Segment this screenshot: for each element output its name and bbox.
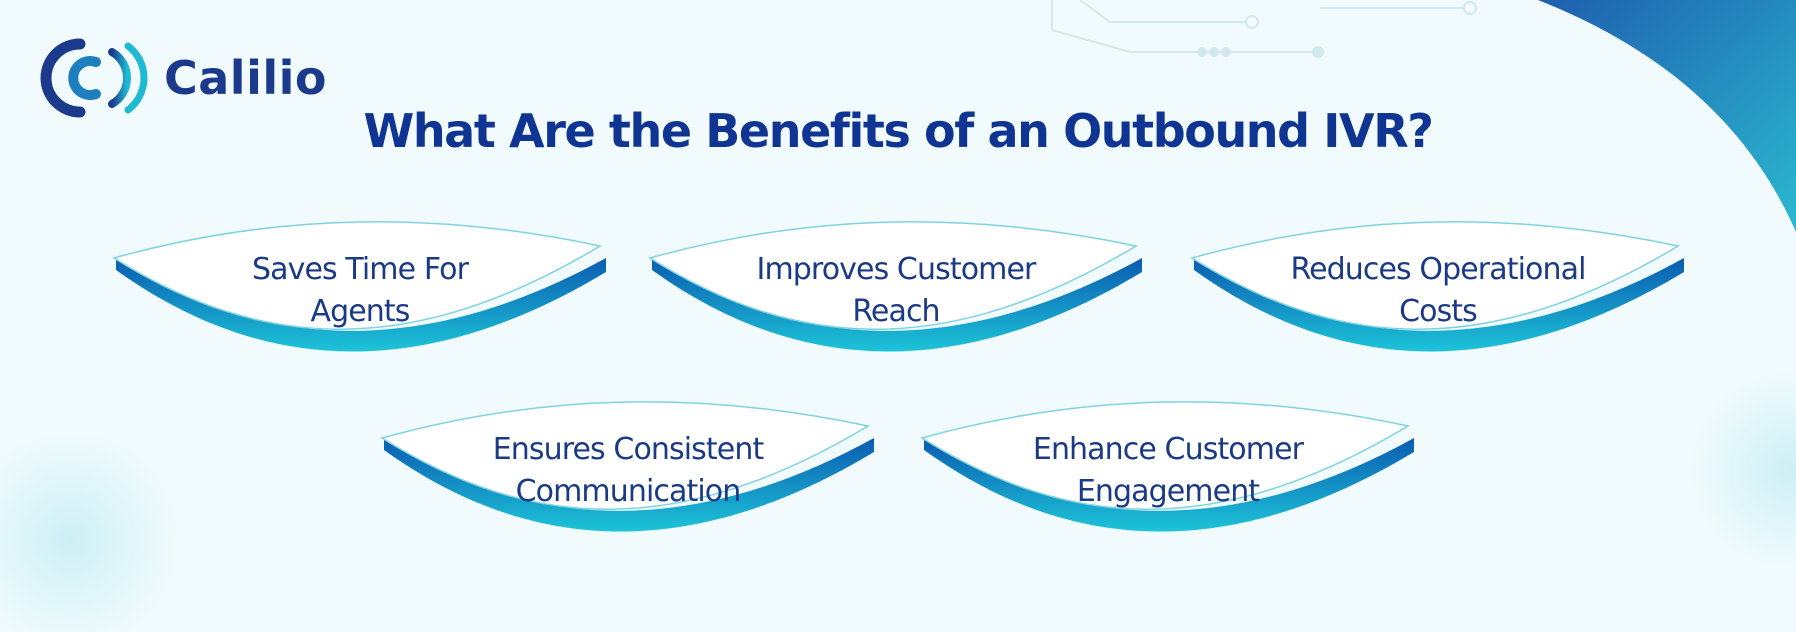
leaf-body bbox=[112, 221, 603, 330]
benefit-label: Saves Time For Agents bbox=[251, 252, 469, 329]
brand-logo: Calilio bbox=[36, 36, 327, 120]
leaf-shape bbox=[920, 401, 1414, 532]
benefit-card-consistent-communication: Ensures Consistent Communication bbox=[378, 398, 878, 558]
leaf-shape bbox=[648, 221, 1142, 352]
benefit-card-customer-engagement: Enhance Customer Engagement bbox=[918, 398, 1418, 558]
leaf-body bbox=[1190, 221, 1681, 330]
circuit-lines bbox=[1051, 0, 1477, 58]
corner-swoosh bbox=[1538, 0, 1796, 232]
benefit-label: Ensures Consistent Communication bbox=[492, 432, 765, 509]
page-title: What Are the Benefits of an Outbound IVR… bbox=[363, 104, 1433, 158]
leaf-body bbox=[380, 401, 871, 510]
leaf-body bbox=[920, 401, 1411, 510]
leaf-body bbox=[648, 221, 1139, 330]
benefit-label: Reduces Operational Costs bbox=[1290, 252, 1586, 329]
leaf-accent-arc bbox=[1194, 258, 1684, 352]
leaf-shape bbox=[112, 221, 606, 352]
brand-name: Calilio bbox=[164, 51, 327, 105]
glow-blob-left bbox=[0, 430, 180, 632]
leaf-shape bbox=[380, 401, 874, 532]
leaf-accent-arc bbox=[924, 438, 1414, 532]
leaf-accent-arc bbox=[384, 438, 874, 532]
benefit-card-saves-time: Saves Time For Agents bbox=[110, 218, 610, 378]
benefit-card-customer-reach: Improves Customer Reach bbox=[646, 218, 1146, 378]
calilio-logo-icon bbox=[40, 38, 148, 118]
benefit-label: Enhance Customer Engagement bbox=[1032, 432, 1304, 509]
leaf-accent-arc bbox=[652, 258, 1142, 352]
benefit-label: Improves Customer Reach bbox=[756, 252, 1037, 329]
glow-blob-right bbox=[1690, 370, 1796, 570]
leaf-accent-arc bbox=[116, 258, 606, 352]
benefit-card-operational-costs: Reduces Operational Costs bbox=[1188, 218, 1688, 378]
leaf-shape bbox=[1190, 221, 1684, 352]
